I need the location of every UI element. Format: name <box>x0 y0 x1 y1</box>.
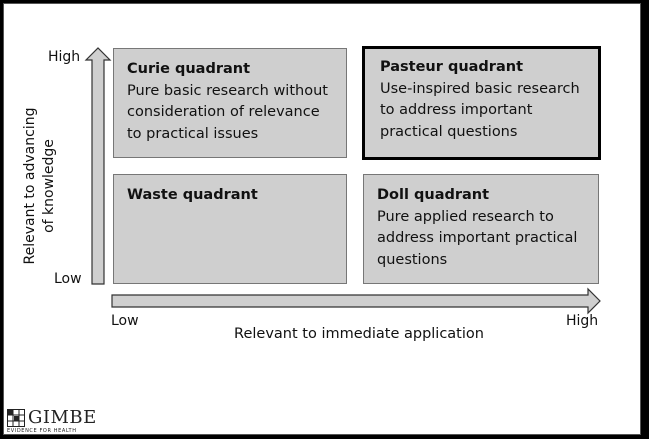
frame-edge <box>641 0 649 439</box>
quadrant-title: Curie quadrant <box>127 61 251 77</box>
logo-name: GIMBE <box>28 407 97 428</box>
slide: High Low Relevant to advancing of knowle… <box>3 3 641 435</box>
quadrant-description: Use-inspired basic research to address i… <box>380 80 580 140</box>
quadrant-description: Pure applied research to address importa… <box>377 208 578 268</box>
y-axis-low-label: Low <box>54 271 82 287</box>
x-axis-low-label: Low <box>111 313 139 329</box>
quadrant-description: Pure basic research without consideratio… <box>127 82 328 142</box>
y-axis-arrow <box>84 47 112 285</box>
y-axis-title: Relevant to advancing of knowledge <box>21 96 59 276</box>
grid-icon <box>7 409 25 427</box>
pasteur-quadrant: Pasteur quadrant Use-inspired basic rese… <box>362 46 601 160</box>
curie-quadrant: Curie quadrant Pure basic research witho… <box>113 48 347 158</box>
doll-quadrant: Doll quadrant Pure applied research to a… <box>363 174 599 284</box>
y-axis-high-label: High <box>48 49 81 65</box>
axes-arrows <box>84 47 601 315</box>
logo-tagline: EVIDENCE FOR HEALTH <box>7 428 77 434</box>
y-axis-title-line2: of knowledge <box>41 139 57 233</box>
x-axis-arrow <box>111 287 601 315</box>
quadrant-title: Doll quadrant <box>377 187 490 203</box>
x-axis-title: Relevant to immediate application <box>234 326 484 342</box>
y-axis-title-line1: Relevant to advancing <box>22 107 38 265</box>
x-axis-high-label: High <box>566 313 599 329</box>
waste-quadrant: Waste quadrant <box>113 174 347 284</box>
quadrant-title: Waste quadrant <box>127 187 258 203</box>
quadrant-title: Pasteur quadrant <box>380 59 523 75</box>
